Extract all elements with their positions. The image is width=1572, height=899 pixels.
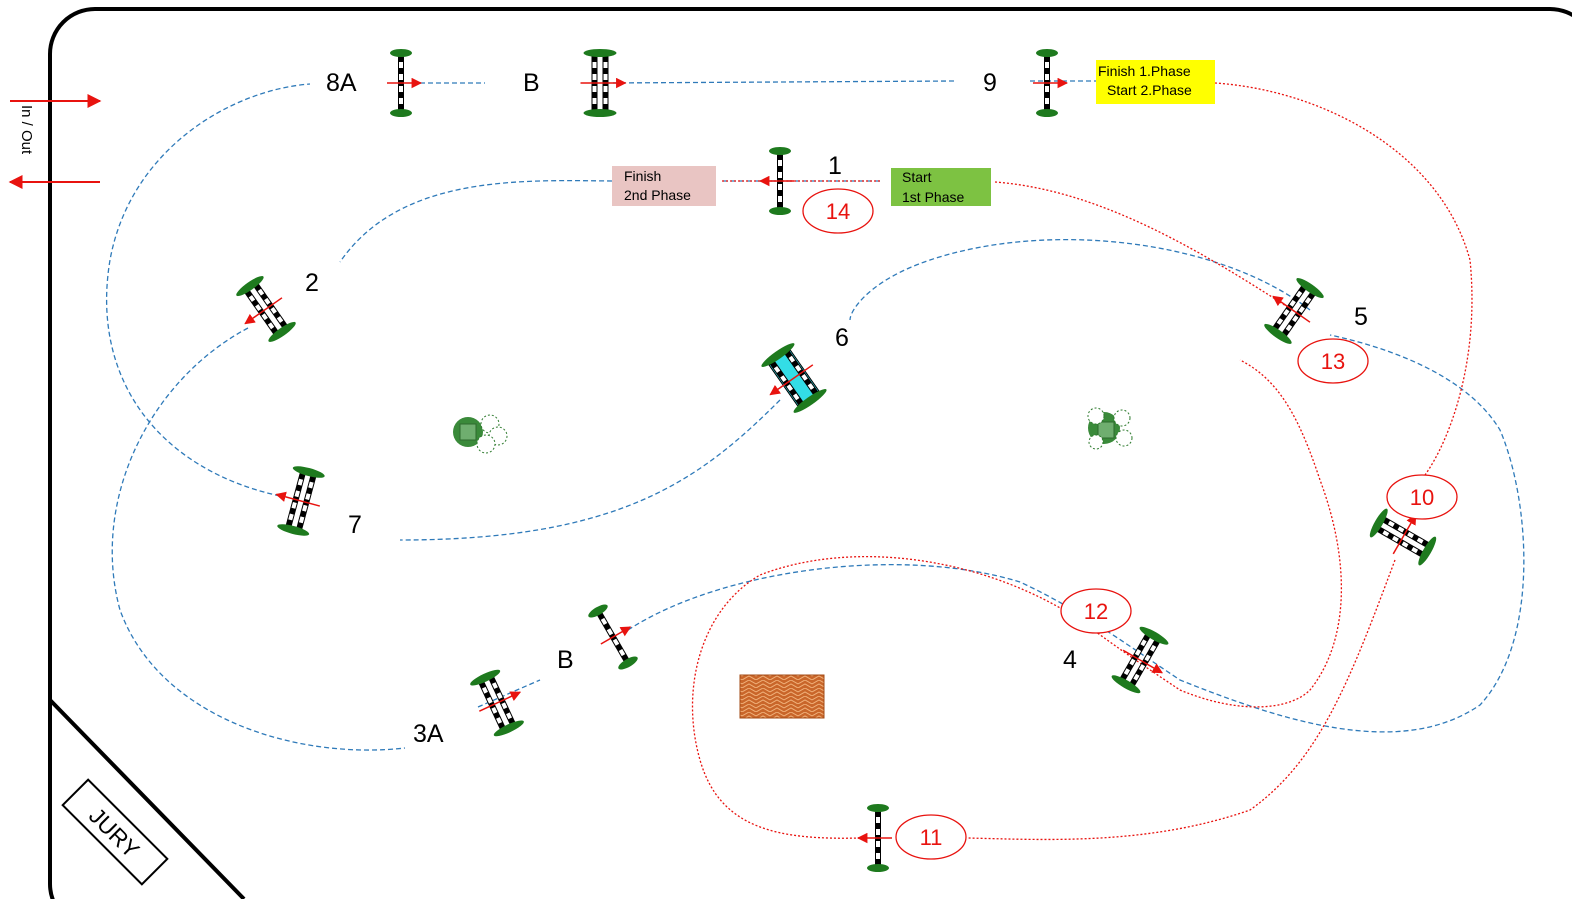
- obstacle-3b: [588, 604, 638, 670]
- jump-number-7: 7: [348, 511, 362, 539]
- entrance-marker: In / Out: [8, 94, 102, 189]
- arena-border: [48, 7, 1572, 899]
- phase2-number-11: 11: [895, 814, 967, 860]
- obstacle-8b: [580, 49, 627, 117]
- jump-number-1: 1: [828, 152, 842, 180]
- finish-second-phase-box: Finish 2nd Phase: [612, 166, 716, 206]
- jump-number-3b: B: [557, 646, 574, 674]
- jump-number-8a: 8A: [326, 69, 357, 97]
- jump-number-5: 5: [1354, 303, 1368, 331]
- svg-text:13: 13: [1321, 349, 1345, 374]
- obstacle-3a: [470, 669, 524, 737]
- jump-number-6: 6: [835, 324, 849, 352]
- obstacle-8a: [387, 49, 423, 117]
- svg-text:2nd Phase: 2nd Phase: [624, 187, 691, 203]
- jump-number-8b: B: [523, 69, 540, 97]
- phase2-number-10: 10: [1386, 474, 1458, 520]
- svg-text:Start: Start: [902, 169, 932, 185]
- svg-text:1st Phase: 1st Phase: [902, 189, 964, 205]
- entrance-label: In / Out: [18, 105, 35, 155]
- first-phase-track: [105, 80, 1525, 751]
- svg-text:12: 12: [1084, 599, 1108, 624]
- svg-text:14: 14: [826, 199, 850, 224]
- tree-decoration-right: [1087, 407, 1133, 450]
- phase2-number-14: 14: [802, 188, 874, 234]
- jury-box: JURY: [48, 698, 246, 899]
- finish-first-start-second-box: Finish 1.Phase Start 2.Phase: [1096, 60, 1215, 104]
- start-first-phase-box: Start 1st Phase: [891, 168, 991, 206]
- svg-text:Finish: Finish: [624, 168, 661, 184]
- svg-text:Finish 1.Phase: Finish 1.Phase: [1098, 63, 1191, 79]
- jump-number-9: 9: [983, 69, 997, 97]
- obstacle-9: [1033, 49, 1069, 117]
- obstacle-6: [761, 343, 827, 413]
- jump-number-2: 2: [305, 269, 319, 297]
- tree-decoration-left: [453, 414, 508, 454]
- obstacle-4: [1111, 626, 1169, 694]
- obstacle-7: [275, 466, 325, 536]
- svg-text:10: 10: [1410, 485, 1434, 510]
- second-phase-track: [691, 82, 1473, 841]
- obstacle-1: [758, 147, 794, 215]
- obstacle-10: [1369, 508, 1437, 566]
- phase2-number-13: 13: [1297, 338, 1369, 384]
- obstacle-5: [1264, 278, 1324, 344]
- obstacles-layer: [236, 49, 1437, 872]
- first-phase-numbers: 1 2 3A B 4 5 6 7 8A B 9: [305, 69, 1368, 748]
- jump-number-3a: 3A: [413, 720, 444, 748]
- second-phase-numbers: 10 11 12 13 14: [802, 188, 1458, 860]
- wall-decoration: [739, 674, 825, 719]
- obstacle-2: [236, 276, 296, 342]
- svg-text:11: 11: [920, 825, 943, 850]
- jump-number-4: 4: [1063, 646, 1077, 674]
- obstacle-11: [856, 804, 892, 872]
- svg-text:Start 2.Phase: Start 2.Phase: [1107, 82, 1192, 98]
- phase2-number-12: 12: [1060, 588, 1132, 634]
